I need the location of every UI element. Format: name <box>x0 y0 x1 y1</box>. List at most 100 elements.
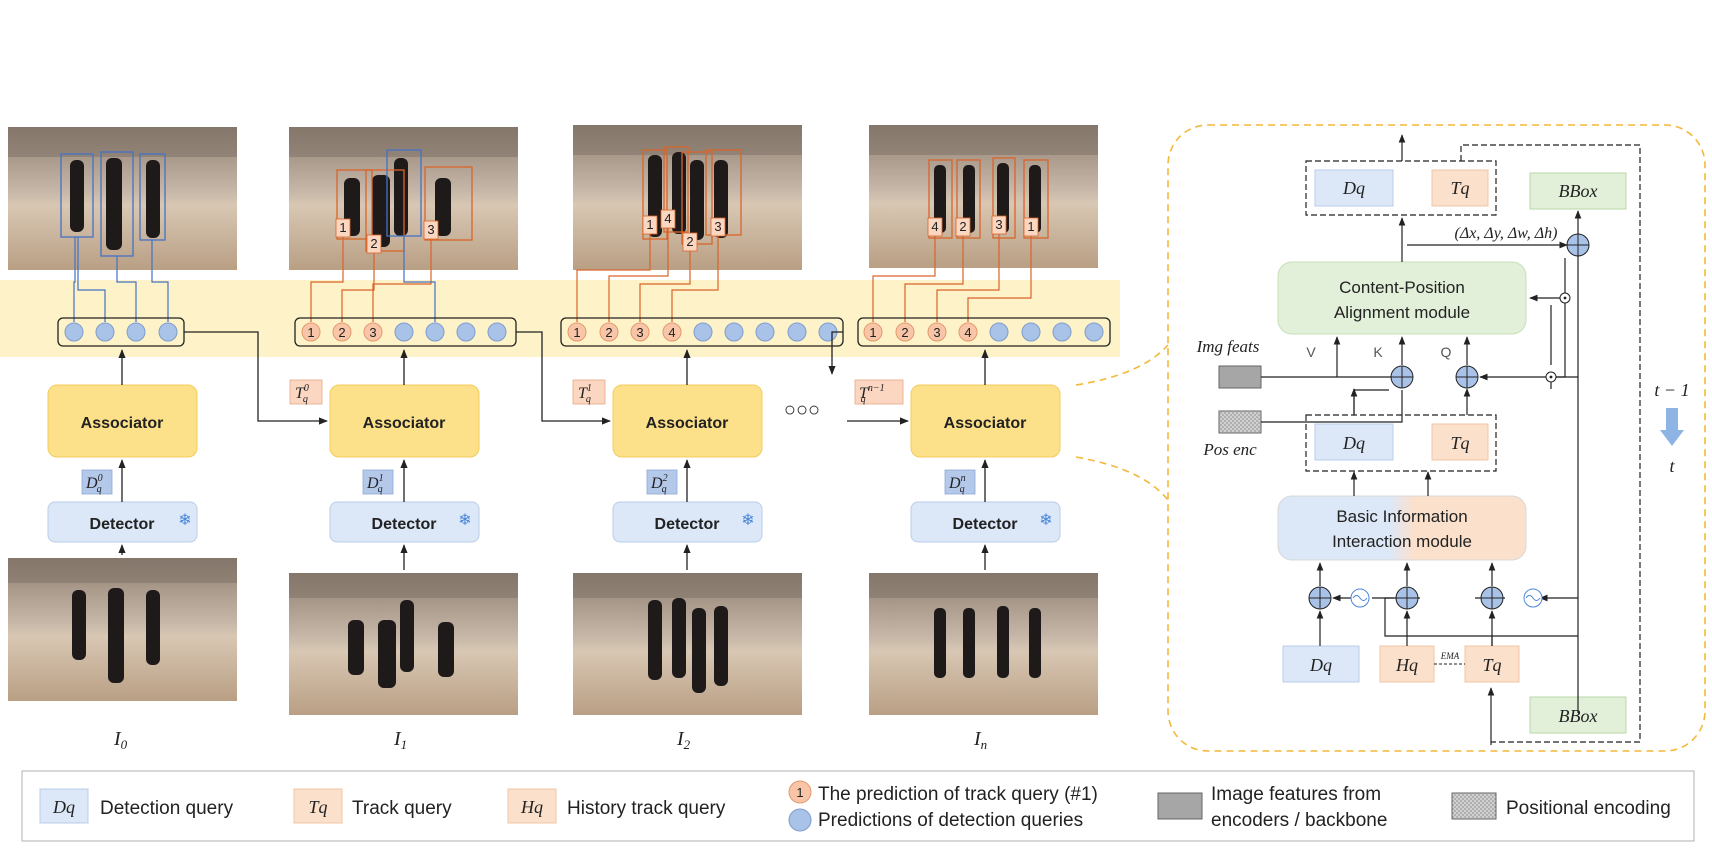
q-f2-1: 1 <box>573 325 580 340</box>
svg-text:D0q: D0q <box>85 473 103 495</box>
tag-f1-3: 3 <box>427 222 434 237</box>
tag-f2-3: 3 <box>714 219 721 234</box>
dq3-sub: q <box>960 484 965 495</box>
detector-label: Detector <box>655 516 720 533</box>
sine-icon <box>1523 588 1543 608</box>
top-bbox-label: BBox <box>1559 181 1598 201</box>
cpa-line1: Content-Position <box>1339 278 1465 297</box>
top-dq-label: Dq <box>1342 178 1365 198</box>
legend-hq-text: History track query <box>567 798 726 819</box>
i2-base: I <box>676 728 685 750</box>
dq3-sup: n <box>961 473 966 484</box>
in-base: I <box>973 728 982 750</box>
top-bbox-box <box>1529 172 1627 210</box>
dot-multiply-icon <box>1559 292 1571 304</box>
snowflake-icon: ❄ <box>458 512 471 529</box>
tag-f3-2: 2 <box>959 219 966 234</box>
zoom-line-bottom <box>1075 456 1169 501</box>
positional-encoding-block <box>1218 410 1262 434</box>
detail-wiring <box>1261 134 1582 745</box>
i0-sub: 0 <box>121 737 128 752</box>
q-label: Q <box>1441 344 1452 360</box>
tq2-sup: 1 <box>587 383 592 394</box>
t-cur-label: t <box>1669 456 1675 476</box>
detector-3: Detector ❄ <box>910 501 1061 543</box>
detail-panel <box>1167 124 1706 752</box>
dq1-base: D <box>366 475 379 492</box>
svg-text:D2q: D2q <box>650 473 668 495</box>
legend-img-feat-text2: encoders / backbone <box>1211 810 1387 831</box>
t-prev-label: t − 1 <box>1654 380 1689 400</box>
tq3-sup: n−1 <box>868 383 885 394</box>
associator-3: Associator <box>910 384 1061 458</box>
tq1-base: T <box>295 385 305 402</box>
legend-tq-swatch <box>293 788 343 824</box>
i0-base: I <box>113 728 122 750</box>
bii-line1: Basic Information <box>1336 507 1467 526</box>
svg-text:T0q: T0q <box>295 383 309 405</box>
q-f2-2: 2 <box>605 325 612 340</box>
legend-track-symbol: 1 <box>796 785 803 800</box>
pipeline-arrows <box>118 331 989 570</box>
mid-dq-label: Dq <box>1342 433 1365 453</box>
img-feats-label: Img feats <box>1196 337 1260 356</box>
svg-text:T1q: T1q <box>578 383 592 405</box>
in-tq-box <box>1464 645 1520 683</box>
tag-f3-4: 4 <box>931 219 938 234</box>
q-f2-3: 3 <box>636 325 643 340</box>
bottom-frame-image-1 <box>289 573 518 715</box>
legend-track-text: The prediction of track query (#1) <box>818 784 1098 805</box>
tq1-sub: q <box>303 394 308 405</box>
zoom-line-top <box>1075 344 1169 386</box>
svg-text:Dnq: Dnq <box>948 473 966 495</box>
box-to-query-lines <box>73 228 1032 322</box>
legend-track-circle <box>788 780 812 804</box>
legend-img-feat-text1: Image features from <box>1211 784 1381 805</box>
q-f1-2: 2 <box>338 325 345 340</box>
bii-module <box>1277 495 1527 561</box>
top-tq-label: Tq <box>1450 178 1469 198</box>
detector-label: Detector <box>953 516 1018 533</box>
associator-2: Associator <box>612 384 763 458</box>
legend-tq-symbol: Tq <box>308 797 327 817</box>
top-frame-image-3 <box>869 125 1098 268</box>
dot-multiply-icon <box>1545 371 1557 383</box>
top-tq-box <box>1431 169 1489 207</box>
tag-f2-2: 2 <box>686 234 693 249</box>
in-dq-box <box>1282 645 1360 683</box>
tq3-base: T <box>859 385 869 402</box>
in-tq-label: Tq <box>1482 655 1501 675</box>
tq1-sup: 0 <box>304 383 309 394</box>
track-boxes-frame-3 <box>928 157 1049 239</box>
dq0-sup: 0 <box>98 473 103 484</box>
top-frame-image-0 <box>8 127 237 270</box>
box-number-tags: 1 2 3 1 4 2 3 4 2 3 1 <box>335 209 1039 254</box>
ellipsis: ○○○ <box>784 399 820 421</box>
legend-hq-swatch <box>507 788 557 824</box>
query-row-frame-0 <box>57 317 185 347</box>
associator-label: Associator <box>81 415 164 432</box>
dq0-sub: q <box>97 484 102 495</box>
in-bbox-label: BBox <box>1559 706 1598 726</box>
q-f3-3: 3 <box>933 325 940 340</box>
legend-dq-text: Detection query <box>100 798 234 819</box>
plus-icon <box>1390 365 1414 389</box>
operators <box>1308 233 1590 610</box>
associator-label: Associator <box>646 415 729 432</box>
mid-dq-box <box>1314 423 1394 461</box>
pos-enc-label: Pos enc <box>1202 440 1257 459</box>
sine-icon <box>1350 588 1370 608</box>
image-features-block <box>1218 365 1262 389</box>
q-f1-1: 1 <box>307 325 314 340</box>
detector-1: Detector ❄ <box>329 501 480 543</box>
svg-text:I0: I0 <box>113 728 128 752</box>
legend-dq-swatch <box>39 788 89 824</box>
legend-img-feat-swatch <box>1157 792 1203 820</box>
query-row-frame-3: 1 2 3 4 <box>857 317 1111 347</box>
dq3-base: D <box>948 475 961 492</box>
tq2-sub: q <box>586 394 591 405</box>
dq2-sup: 2 <box>663 473 668 484</box>
q-f1-3: 3 <box>369 325 376 340</box>
snowflake-icon: ❄ <box>741 512 754 529</box>
